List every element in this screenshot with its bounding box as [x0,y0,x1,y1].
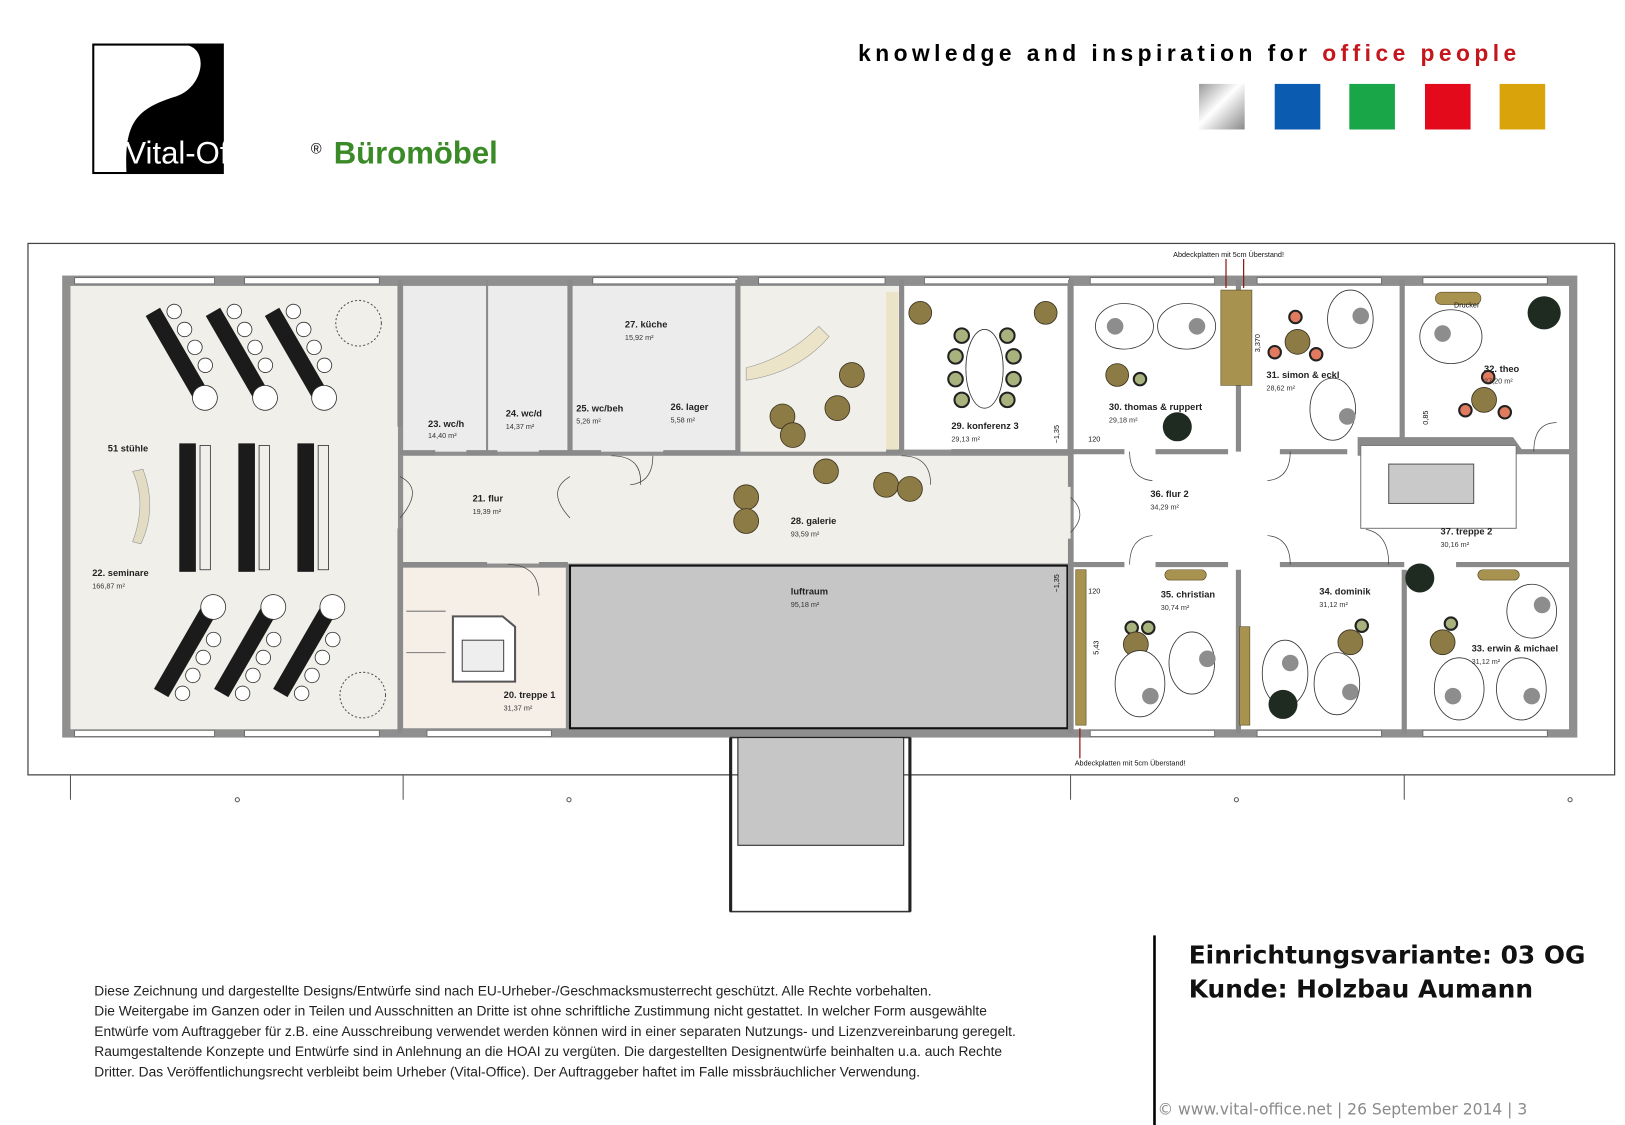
room-label: 37. treppe 2 [1441,527,1493,537]
room-label: 35. christian [1161,590,1216,600]
swatch-gold [1499,83,1546,130]
galerie-furniture [733,292,923,534]
room-label: 24. wc/d [506,408,543,418]
swatch-silver [1199,83,1245,130]
conference-table [908,301,1058,409]
disclaimer-line: Entwürfe vom Auftraggeber für z.B. eine … [94,1024,1016,1039]
logo-suffix: Büromöbel [334,136,498,171]
printer-label: Drucker [1454,301,1480,310]
room-label: 36. flur 2 [1150,489,1188,499]
office-furniture [1075,289,1561,726]
disclaimer-line: Raumgestaltende Konzepte und Entwürfe si… [94,1044,1002,1059]
doors [399,422,1557,596]
client-title: Kunde: Holzbau Aumann [1189,975,1533,1004]
room-area: 31,12 m² [1472,657,1501,666]
room-label: 28. galerie [791,516,837,526]
disclaimer-line: Diese Zeichnung und dargestellte Designs… [94,984,931,999]
dimension: 5,43 [1092,641,1101,655]
tagline: knowledge and inspiration for office peo… [858,40,1521,66]
room-label: 33. erwin & michael [1472,644,1558,654]
room-label: 32. theo [1484,364,1520,374]
room-area: 31,12 m² [1319,600,1348,609]
cover-note-top: Abdeckplatten mit 5cm Überstand! [1173,250,1284,259]
room-area: 27,20 m² [1484,376,1513,385]
room-area: 14,40 m² [428,431,457,440]
color-swatches [1199,83,1546,130]
room-label: 23. wc/h [428,419,465,429]
stair-2 [1360,444,1517,529]
room-area: 30,74 m² [1161,603,1190,612]
dimension: 0,85 [1421,411,1430,425]
room-kitchen [572,285,736,452]
disclaimer-line: Die Weitergabe im Ganzen oder in Teilen … [94,1004,987,1019]
logo-registered: ® [311,141,322,157]
room-labels: 22. seminare 166,87 m² 23. wc/h 14,40 m² 2… [92,319,1558,712]
room-label: 34. dominik [1319,587,1371,597]
room-flur-galerie [403,455,1071,564]
room-label: 21. flur [473,493,504,503]
cover-note-bottom: Abdeckplatten mit 5cm Überstand! [1075,759,1186,768]
room-label: luftraum [791,587,828,597]
column-markers [69,774,1573,803]
tagline-main: knowledge and inspiration for [858,40,1322,66]
logo-text: Vital-Office [125,136,276,171]
footer: © www.vital-office.net | 26 September 20… [1158,1101,1528,1119]
dimension: 120 [1088,434,1100,443]
room-label: 26. lager [671,402,709,412]
room-area: 5,58 m² [671,416,696,425]
room-label: 27. küche [625,319,667,329]
room-area: 28,62 m² [1266,384,1295,393]
seminar-tables [132,299,387,719]
dimension: 3,370 [1253,334,1262,352]
annotations: 51 stühle Drucker Abdeckplatten mit 5cm … [108,250,1480,768]
stair-1 [406,610,517,683]
room-wc [403,285,568,452]
disclaimer: Diese Zeichnung und dargestellte Designs… [94,984,1016,1080]
swatch-red [1424,83,1471,130]
room-area: 31,37 m² [504,704,533,713]
room-label: 22. seminare [92,568,148,578]
tagline-accent: office people [1322,40,1520,66]
vital-office-logo: Vital-Office ® Büromöbel [92,43,498,175]
room-label: 30. thomas & ruppert [1109,402,1202,412]
disclaimer-line: Dritter. Das Veröffentlichungsrecht verb… [94,1064,920,1079]
room-area: 29,18 m² [1109,416,1138,425]
room-area: 166,87 m² [92,581,125,590]
room-area: 93,59 m² [791,530,820,539]
room-area: 15,92 m² [625,333,654,342]
room-label: 31. simon & eckl [1266,370,1339,380]
room-label: 25. wc/beh [576,403,623,413]
swatch-blue [1274,83,1321,130]
room-label: 20. treppe 1 [504,690,556,700]
windows [74,277,1548,737]
interior-walls [397,279,1571,734]
dimension: ~1,35 [1052,574,1061,592]
dimension: ~1,35 [1052,425,1061,443]
variant-title: Einrichtungsvariante: 03 OG [1189,940,1586,969]
room-area: 30,16 m² [1441,540,1470,549]
swatch-green [1349,83,1395,130]
room-label: 29. konferenz 3 [951,421,1018,431]
room-area: 29,13 m² [951,434,980,443]
room-area: 14,37 m² [506,422,535,431]
dimension: 120 [1088,587,1100,596]
chairs-note: 51 stühle [108,444,148,454]
floor-plan: 22. seminare 166,87 m² 23. wc/h 14,40 m² 2… [27,242,1616,913]
room-area: 5,26 m² [576,417,601,426]
room-area: 34,29 m² [1150,503,1179,512]
bridge [729,736,912,913]
room-area: 19,39 m² [473,507,502,516]
room-area: 95,18 m² [791,600,820,609]
room-luftraum [568,564,1069,730]
